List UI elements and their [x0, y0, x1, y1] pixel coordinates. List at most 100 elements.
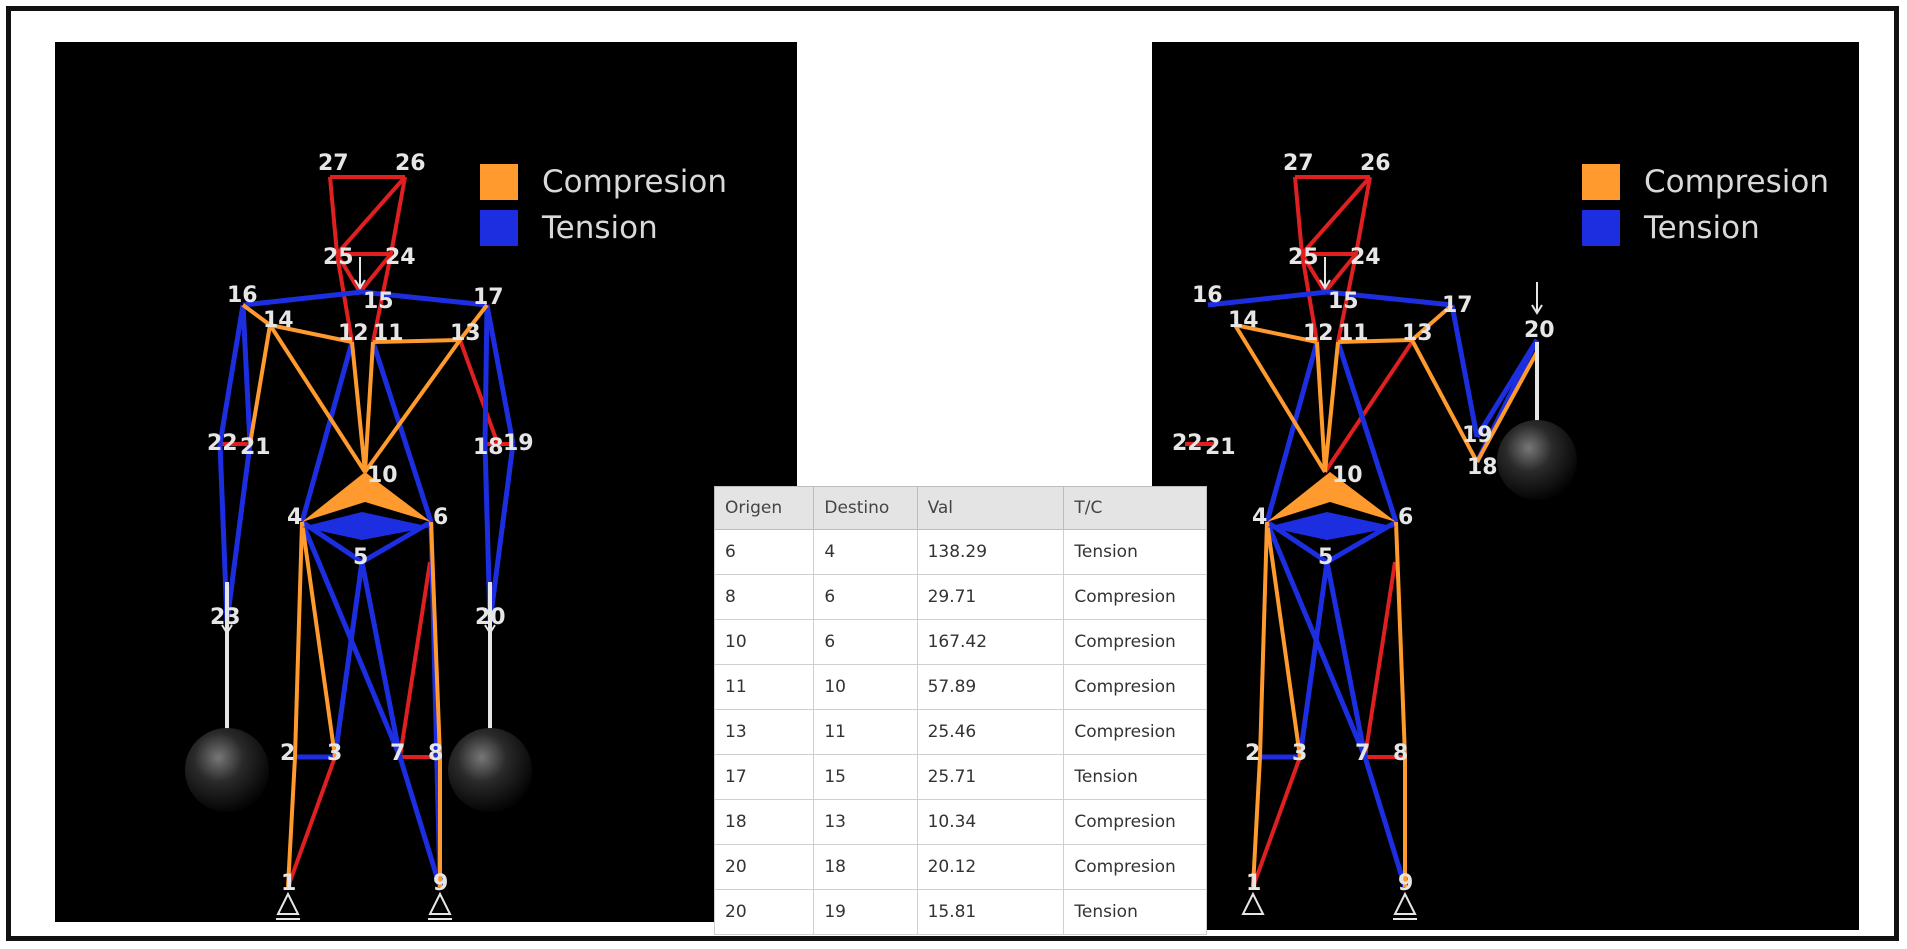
left-node-label: 19 [503, 431, 534, 456]
compression-swatch [1582, 164, 1620, 200]
left-node-label: 5 [353, 545, 368, 570]
right-node-label: 15 [1328, 289, 1359, 314]
left-node-label: 17 [473, 285, 504, 310]
right-node-label: 21 [1205, 435, 1236, 460]
compression-label: Compresion [542, 164, 728, 200]
left-node-label: 3 [327, 741, 342, 766]
left-node-label: 24 [385, 245, 416, 270]
left-node-label: 1 [281, 871, 296, 896]
left-node-label: 26 [395, 151, 426, 176]
left-node-label: 12 [338, 321, 369, 346]
table-cell: 4 [813, 529, 918, 575]
tension-label: Tension [1644, 210, 1760, 246]
table-cell: 11 [713, 664, 815, 710]
left-node-label: 4 [287, 505, 302, 530]
left-node-label: 14 [263, 308, 294, 333]
right-node-label: 26 [1360, 151, 1391, 176]
compression-swatch [480, 164, 518, 200]
table-cell: 17 [713, 754, 815, 800]
right-skeleton-diagram: 27 26 25 24 15 16 14 12 11 13 17 20 22 2… [1172, 151, 1577, 920]
left-node-label: 21 [240, 435, 271, 460]
right-node-label: 11 [1338, 321, 1369, 346]
table-cell: 20 [713, 889, 815, 935]
table-cell: 25.46 [916, 709, 1065, 755]
table-cell: 167.42 [916, 619, 1065, 665]
table-cell: 10 [813, 664, 918, 710]
table-cell: 6 [813, 619, 918, 665]
table-cell: Compresion [1063, 709, 1207, 755]
right-node-label: 16 [1192, 283, 1223, 308]
table-cell: 13 [713, 709, 815, 755]
left-node-label: 18 [473, 435, 504, 460]
table-cell: Compresion [1063, 844, 1207, 890]
left-skeleton-panel: 27 26 25 24 15 16 14 12 11 13 17 22 21 1… [55, 42, 797, 922]
table-cell: Compresion [1063, 664, 1207, 710]
table-cell: 20 [713, 844, 815, 890]
left-node-label: 6 [433, 505, 448, 530]
table-cell: Compresion [1063, 574, 1207, 620]
table-cell: 19 [813, 889, 918, 935]
table-cell: Tension [1063, 754, 1207, 800]
right-node-label: 14 [1228, 308, 1259, 333]
table-cell: 138.29 [916, 529, 1065, 575]
left-node-label: 15 [363, 289, 394, 314]
table-cell: 25.71 [916, 754, 1065, 800]
right-node-label: 1 [1246, 871, 1261, 896]
right-node-label: 12 [1303, 321, 1334, 346]
table-header-row: Origen Destino Val T/C [713, 486, 1207, 530]
right-node-label: 3 [1292, 741, 1307, 766]
left-node-label: 22 [207, 431, 238, 456]
table-cell: Tension [1063, 889, 1207, 935]
left-node-label: 27 [318, 151, 349, 176]
tension-swatch [480, 210, 518, 246]
column-header-destino[interactable]: Destino [813, 486, 918, 530]
right-node-label: 27 [1283, 151, 1314, 176]
tension-swatch [1582, 210, 1620, 246]
right-node-label: 25 [1288, 245, 1319, 270]
table-cell: 8 [713, 574, 815, 620]
left-skeleton-diagram: 27 26 25 24 15 16 14 12 11 13 17 22 21 1… [185, 151, 534, 920]
column-header-val[interactable]: Val [916, 486, 1065, 530]
table-cell: Compresion [1063, 619, 1207, 665]
table-cell: 10.34 [916, 799, 1065, 845]
table-cell: 20.12 [916, 844, 1065, 890]
right-legend: Compresion Tension [1582, 159, 1829, 251]
right-node-label: 22 [1172, 431, 1203, 456]
table-cell: 15.81 [916, 889, 1065, 935]
table-cell: 18 [813, 844, 918, 890]
column-header-tc[interactable]: T/C [1063, 486, 1207, 530]
tension-label: Tension [542, 210, 658, 246]
right-node-label: 8 [1393, 741, 1408, 766]
left-node-label: 25 [323, 245, 354, 270]
right-node-label: 6 [1398, 505, 1413, 530]
right-node-label: 9 [1398, 871, 1413, 896]
right-node-label: 13 [1402, 321, 1433, 346]
table-cell: 18 [713, 799, 815, 845]
left-node-label: 13 [450, 321, 481, 346]
right-node-label: 19 [1462, 423, 1493, 448]
table-cell: Compresion [1063, 799, 1207, 845]
left-node-label: 16 [227, 283, 258, 308]
left-node-label: 20 [475, 605, 506, 630]
right-node-label: 5 [1318, 545, 1333, 570]
left-node-label: 8 [428, 741, 443, 766]
table-cell: 13 [813, 799, 918, 845]
right-skeleton-panel: 27 26 25 24 15 16 14 12 11 13 17 20 22 2… [1152, 42, 1859, 930]
table-cell: 15 [813, 754, 918, 800]
table-cell: 6 [713, 529, 815, 575]
table-cell: 6 [813, 574, 918, 620]
column-header-origen[interactable]: Origen [713, 486, 815, 530]
right-node-label: 17 [1442, 293, 1473, 318]
left-node-label: 23 [210, 605, 241, 630]
left-node-label: 7 [390, 741, 405, 766]
